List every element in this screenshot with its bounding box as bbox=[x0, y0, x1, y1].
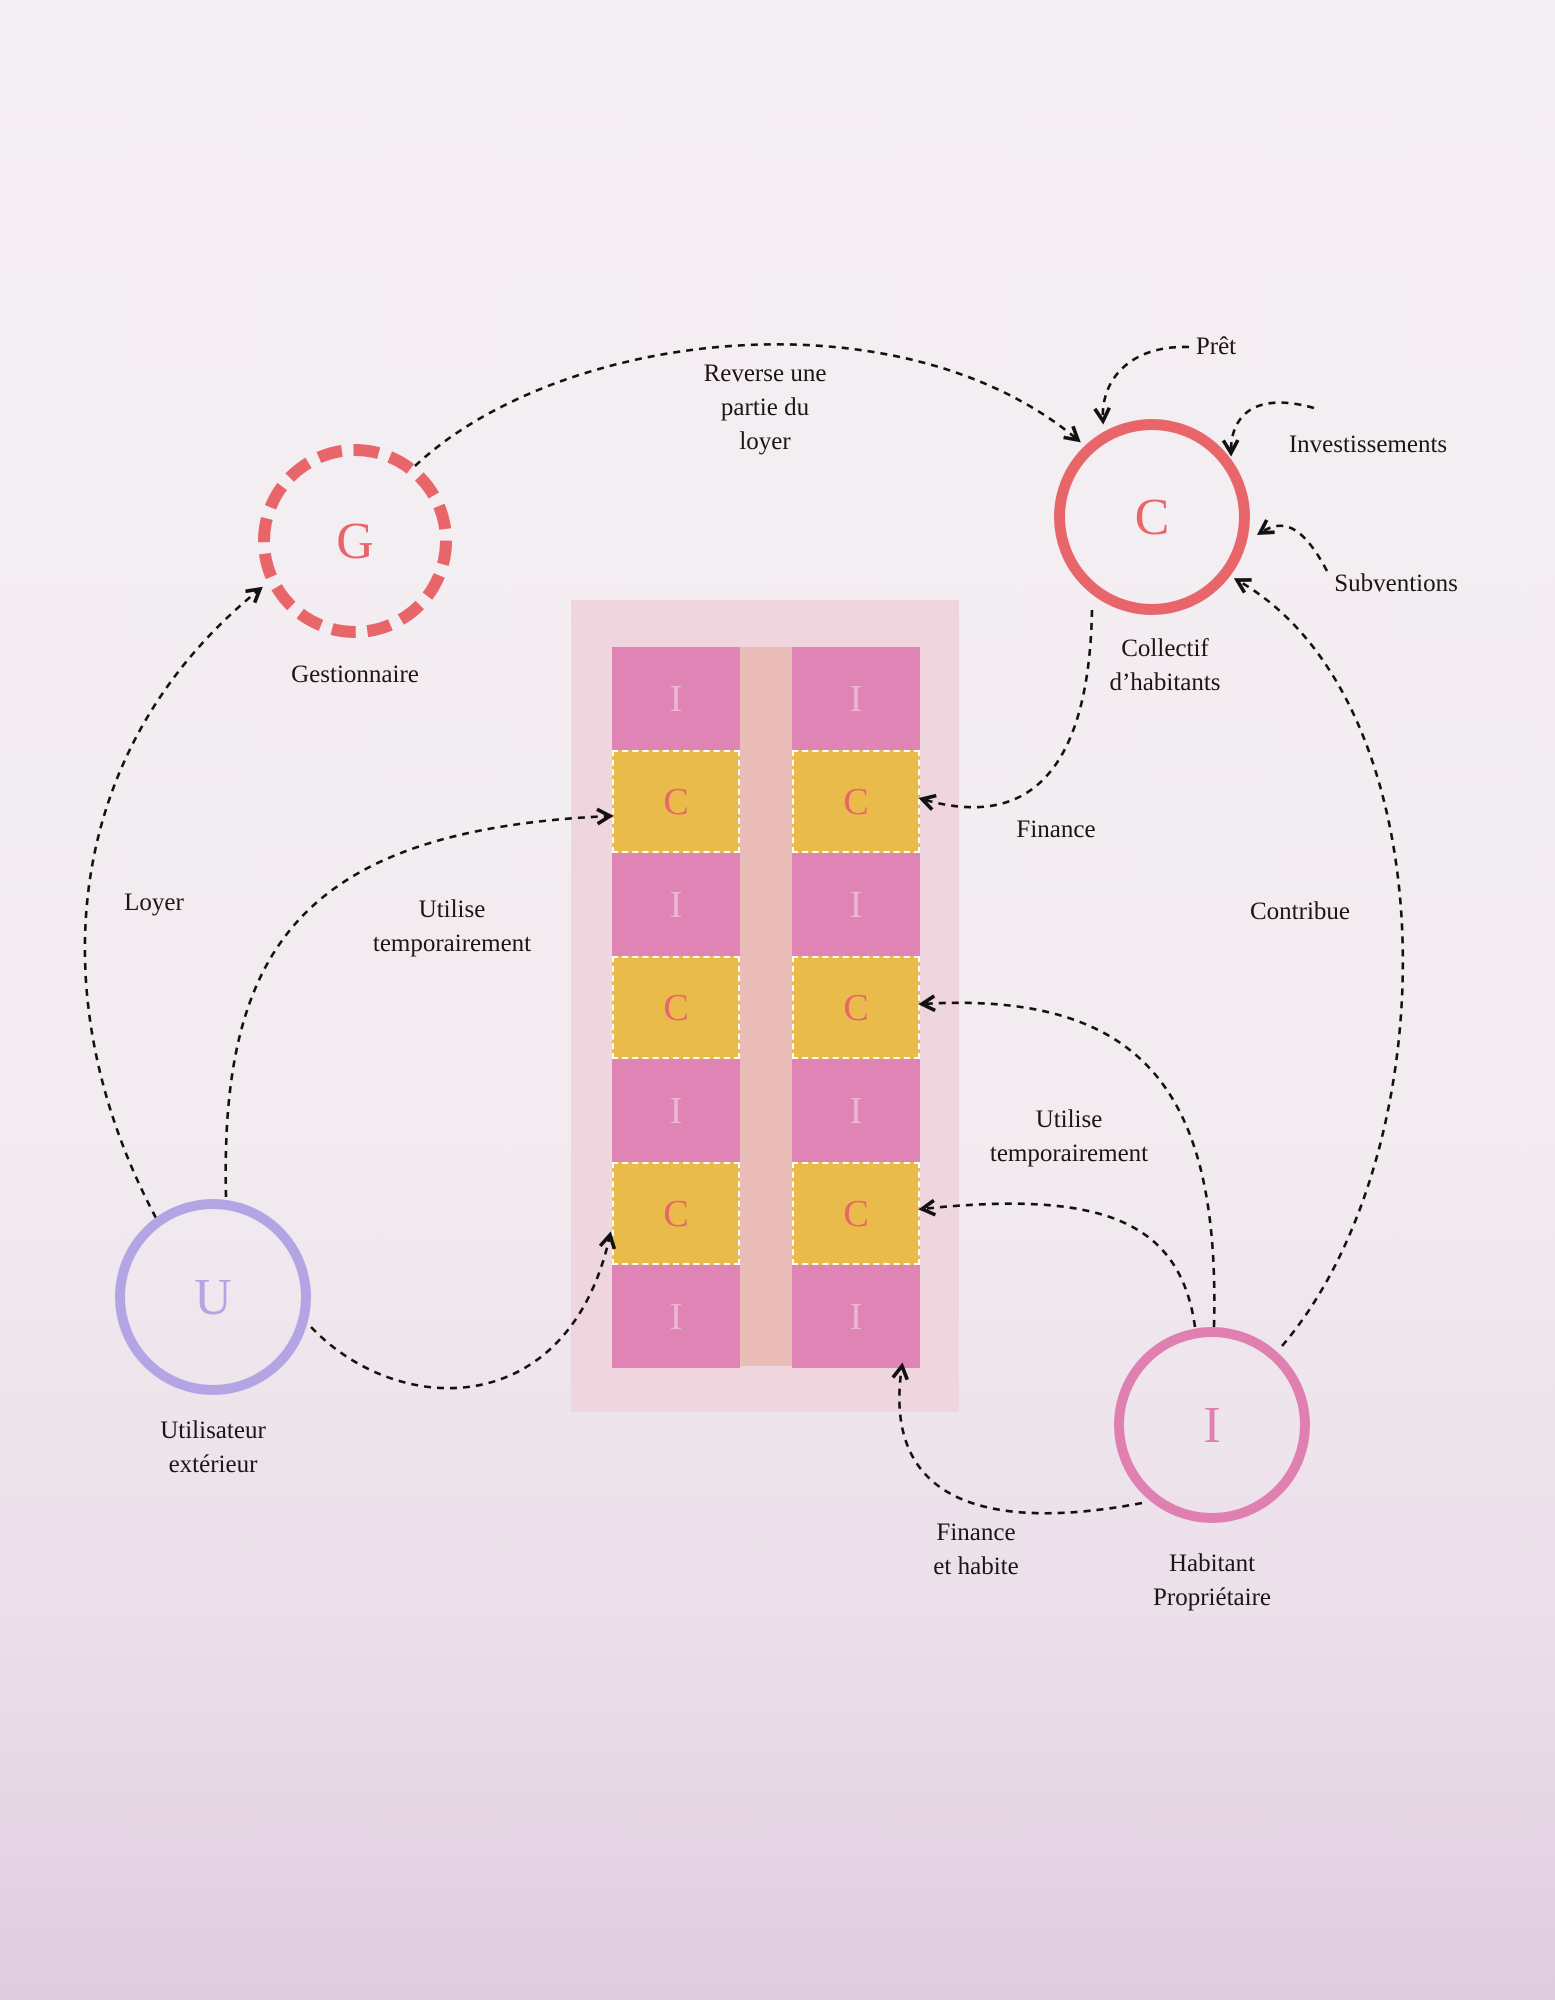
label-line: Utilisateur bbox=[160, 1417, 266, 1444]
collective-unit: C bbox=[612, 750, 740, 853]
flow-pret-label: Prêt bbox=[1195, 333, 1237, 360]
private-unit: I bbox=[792, 1265, 920, 1368]
arrow-investissements bbox=[1231, 401, 1315, 453]
arrow-collectif-finance bbox=[922, 609, 1094, 807]
label-line: temporairement bbox=[372, 930, 532, 957]
flow-investissements-label: Investissements bbox=[1288, 431, 1448, 458]
flow-finance-habite-label: Finance et habite bbox=[933, 1516, 1018, 1584]
label-line: Collectif bbox=[1121, 635, 1209, 662]
label-line: d’habitants bbox=[1109, 669, 1221, 696]
label-line: partie du bbox=[720, 394, 810, 421]
arrow-habitant-utilise-1 bbox=[922, 1003, 1216, 1328]
habitant-label: Habitant Propriétaire bbox=[1153, 1547, 1271, 1615]
flow-reverse-label: Reverse une partie du loyer bbox=[704, 357, 827, 459]
private-unit: I bbox=[612, 1059, 740, 1162]
private-unit: I bbox=[612, 1265, 740, 1368]
flow-utilise-right-label: Utilise temporairement bbox=[990, 1103, 1148, 1171]
flow-finance-label: Finance bbox=[1016, 816, 1096, 843]
label-line: temporairement bbox=[989, 1140, 1149, 1167]
gestionnaire-circle: G bbox=[258, 444, 452, 638]
collective-unit: C bbox=[792, 750, 920, 853]
arrow-pret bbox=[1103, 345, 1190, 421]
private-unit: I bbox=[792, 1059, 920, 1162]
flow-subventions-label: Subventions bbox=[1334, 570, 1458, 597]
arrow-loyer bbox=[83, 589, 260, 1219]
private-unit: I bbox=[612, 853, 740, 956]
collectif-circle: C bbox=[1054, 419, 1250, 615]
arrow-finance-habite bbox=[899, 1366, 1143, 1515]
flow-loyer-label: Loyer bbox=[124, 889, 184, 916]
arrow-subventions bbox=[1260, 526, 1329, 572]
arrow-utilisateur-building bbox=[310, 1235, 610, 1390]
collective-unit: C bbox=[792, 1162, 920, 1265]
label-line: extérieur bbox=[168, 1451, 258, 1478]
label-line: Habitant bbox=[1168, 1550, 1256, 1577]
label-line: Finance bbox=[936, 1519, 1016, 1546]
flow-contribue-label: Contribue bbox=[1250, 898, 1350, 925]
label-line: Reverse une bbox=[703, 360, 827, 387]
utilisateur-circle: U bbox=[115, 1199, 311, 1395]
collective-unit: C bbox=[612, 1162, 740, 1265]
label-line: Utilise bbox=[1035, 1106, 1103, 1133]
private-unit: I bbox=[612, 647, 740, 750]
arrow-habitant-utilise-2 bbox=[922, 1204, 1197, 1328]
collective-unit: C bbox=[612, 956, 740, 1059]
label-line: et habite bbox=[933, 1553, 1019, 1580]
private-unit: I bbox=[792, 647, 920, 750]
collectif-letter: C bbox=[1134, 488, 1170, 546]
private-unit: I bbox=[792, 853, 920, 956]
utilisateur-letter: U bbox=[194, 1268, 232, 1326]
utilisateur-label: Utilisateur extérieur bbox=[160, 1414, 266, 1482]
label-line: Utilise bbox=[418, 896, 486, 923]
habitant-circle: I bbox=[1114, 1327, 1310, 1523]
arrow-gestionnaire-to-collectif bbox=[414, 343, 1078, 467]
collectif-label: Collectif d’habitants bbox=[1109, 632, 1220, 700]
label-line: Propriétaire bbox=[1152, 1584, 1272, 1611]
gestionnaire-letter: G bbox=[336, 512, 374, 570]
label-line: loyer bbox=[739, 428, 791, 455]
arrow-contribue bbox=[1237, 580, 1405, 1347]
arrow-utilisateur-utilise bbox=[224, 816, 610, 1198]
habitant-letter: I bbox=[1203, 1396, 1221, 1454]
flow-utilise-left-label: Utilise temporairement bbox=[373, 893, 531, 961]
collective-unit: C bbox=[792, 956, 920, 1059]
building-corridor bbox=[740, 647, 792, 1366]
gestionnaire-label: Gestionnaire bbox=[291, 661, 419, 688]
